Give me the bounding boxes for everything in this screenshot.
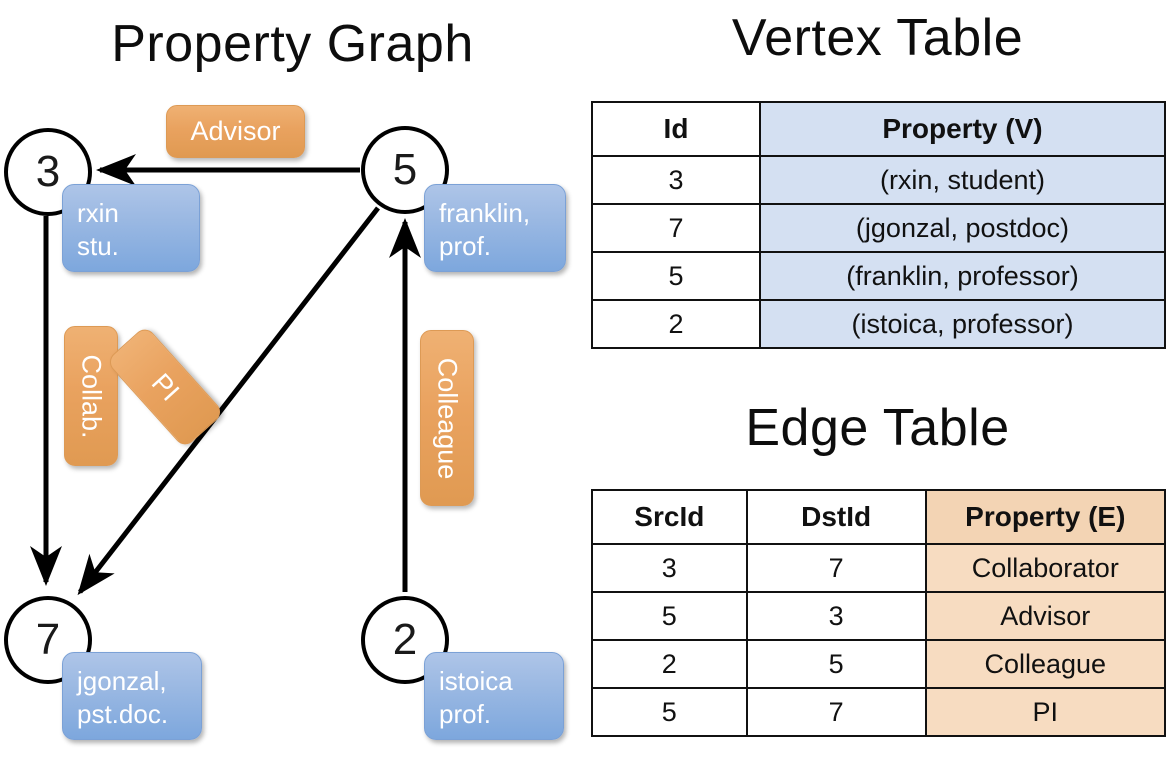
table-row[interactable]: 7 (jgonzal, postdoc) xyxy=(591,203,1167,253)
vertex-table: Id Property (V) 3 (rxin, student) 7 (jgo… xyxy=(591,101,1167,349)
vertex-cell-id: 2 xyxy=(591,299,761,349)
vertex-cell-property: (istoica, professor) xyxy=(758,299,1167,349)
node-property-callout-istoica: istoica prof. xyxy=(424,652,564,740)
node-property-line-2: prof. xyxy=(439,231,492,262)
table-row[interactable]: 5 7 PI xyxy=(591,687,1167,737)
edge-cell-property: PI xyxy=(924,687,1167,737)
edge-cell-dstid: 7 xyxy=(745,687,927,737)
edge-label-advisor: Advisor xyxy=(166,105,305,158)
page-title-vertex-table: Vertex Table xyxy=(731,9,1024,67)
node-property-line-1: jgonzal, xyxy=(77,666,167,696)
page-title-edge-table: Edge Table xyxy=(745,399,1010,457)
edge-cell-dstid: 7 xyxy=(745,543,927,593)
node-property-line-1: istoica xyxy=(439,666,513,696)
edge-label-colleague: Colleague xyxy=(420,330,474,506)
table-row[interactable]: 2 5 Colleague xyxy=(591,639,1167,689)
edge-table-header-dstid: DstId xyxy=(745,489,927,545)
graph-node-2[interactable]: 2 xyxy=(361,596,449,684)
graph-node-7-label: 7 xyxy=(35,615,61,664)
node-property-callout-rxin: rxin stu. xyxy=(62,184,200,272)
vertex-table-header-property: Property (V) xyxy=(758,101,1167,157)
edge-label-collab-text: Collab. xyxy=(76,353,107,439)
node-property-line-1: rxin xyxy=(77,198,119,228)
vertex-cell-id: 7 xyxy=(591,203,761,253)
table-row[interactable]: 3 (rxin, student) xyxy=(591,155,1167,205)
graph-node-5[interactable]: 5 xyxy=(361,126,449,214)
edge-table-header-property: Property (E) xyxy=(924,489,1167,545)
page-title-property-graph: Property Graph xyxy=(111,15,474,73)
edge-label-colleague-text: Colleague xyxy=(432,357,463,479)
table-row[interactable]: 5 (franklin, professor) xyxy=(591,251,1167,301)
edge-cell-srcid: 2 xyxy=(591,639,748,689)
edge-cell-srcid: 3 xyxy=(591,543,748,593)
vertex-table-header-id: Id xyxy=(591,101,761,157)
edge-cell-property: Advisor xyxy=(924,591,1167,641)
vertex-cell-id: 3 xyxy=(591,155,761,205)
vertex-cell-property: (rxin, student) xyxy=(758,155,1167,205)
edge-label-pi-text: PI xyxy=(145,367,186,407)
graph-node-5-label: 5 xyxy=(392,145,418,194)
node-property-line-2: prof. xyxy=(439,699,492,730)
edge-label-advisor-text: Advisor xyxy=(190,116,281,146)
vertex-cell-property: (jgonzal, postdoc) xyxy=(758,203,1167,253)
table-row[interactable]: 2 (istoica, professor) xyxy=(591,299,1167,349)
edge-table-header-srcid: SrcId xyxy=(591,489,748,545)
graph-node-2-label: 2 xyxy=(392,615,418,664)
vertex-cell-id: 5 xyxy=(591,251,761,301)
edge-table-header-row: SrcId DstId Property (E) xyxy=(591,489,1167,545)
graph-edges-layer xyxy=(30,154,421,596)
edge-cell-property: Collaborator xyxy=(924,543,1167,593)
edge-cell-property: Colleague xyxy=(924,639,1167,689)
edge-cell-srcid: 5 xyxy=(591,687,748,737)
node-property-line-2: stu. xyxy=(77,231,119,262)
vertex-cell-property: (franklin, professor) xyxy=(758,251,1167,301)
graph-node-3-label: 3 xyxy=(35,147,61,196)
edge-cell-srcid: 5 xyxy=(591,591,748,641)
edge-table: SrcId DstId Property (E) 3 7 Collaborato… xyxy=(591,489,1167,737)
node-property-callout-franklin: franklin, prof. xyxy=(424,184,566,272)
vertex-table-header-row: Id Property (V) xyxy=(591,101,1167,157)
edge-cell-dstid: 5 xyxy=(745,639,927,689)
edge-cell-dstid: 3 xyxy=(745,591,927,641)
node-property-line-2: pst.doc. xyxy=(77,699,169,730)
edge-label-collab: Collab. xyxy=(64,326,118,466)
node-property-callout-jgonzal: jgonzal, pst.doc. xyxy=(62,652,202,740)
table-row[interactable]: 3 7 Collaborator xyxy=(591,543,1167,593)
edge-5-to-7-pi xyxy=(77,206,380,596)
table-row[interactable]: 5 3 Advisor xyxy=(591,591,1167,641)
property-graph-diagram: 3 5 7 2 rxin stu. franklin, prof. jgonza… xyxy=(4,105,566,740)
node-property-line-1: franklin, xyxy=(439,198,531,228)
